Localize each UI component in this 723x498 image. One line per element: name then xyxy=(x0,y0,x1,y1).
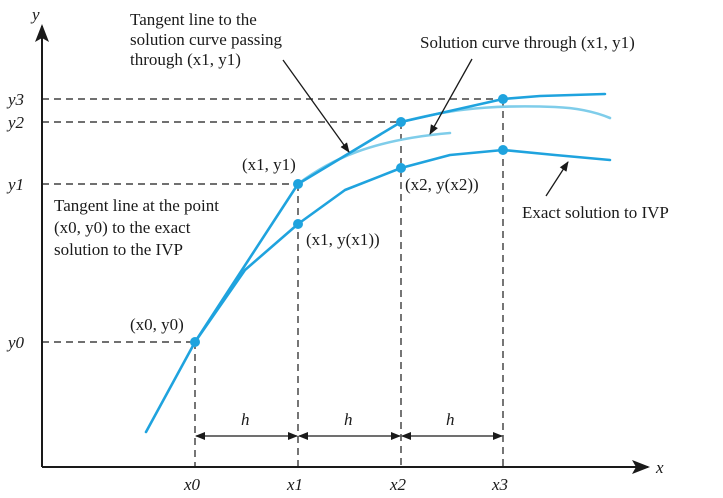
y3-tick-label: y3 xyxy=(6,90,24,109)
point-label-x1-yx1: (x1, y(x1)) xyxy=(306,230,380,249)
point-label-x1-y1: (x1, y1) xyxy=(242,155,296,174)
point-label-x0-y0: (x0, y0) xyxy=(130,315,184,334)
y1-tick-label: y1 xyxy=(6,175,24,194)
point-x0-y0 xyxy=(190,337,200,347)
point-label-x2-yx2: (x2, y(x2)) xyxy=(405,175,479,194)
annotation-tangent-to-solution-line-1: Tangent line to the xyxy=(130,10,257,29)
step-h-label-2: h xyxy=(344,410,353,429)
pointer-solution-curve xyxy=(429,58,473,135)
y-axis-label: y xyxy=(30,5,40,24)
point-x3-y3 xyxy=(498,94,508,104)
point-x2-yx2 xyxy=(396,163,406,173)
x0-tick-label: x0 xyxy=(183,475,201,494)
point-x2-y2 xyxy=(396,117,406,127)
x-axis-label: x xyxy=(655,458,664,477)
annotation-tangent-to-solution-line-2: solution curve passing xyxy=(130,30,283,49)
x2-tick-label: x2 xyxy=(389,475,407,494)
x1-tick-label: x1 xyxy=(286,475,303,494)
y2-tick-label: y2 xyxy=(6,113,25,132)
y0-tick-label: y0 xyxy=(6,333,25,352)
pointer-tangent-to-solution xyxy=(282,59,350,153)
annotation-exact-solution: Exact solution to IVP xyxy=(522,203,669,222)
point-x1-yx1 xyxy=(293,219,303,229)
annotation-tangent-at-point-line-2: (x0, y0) to the exact xyxy=(54,218,191,237)
x-axis-arrow-icon xyxy=(632,460,650,474)
annotation-tangent-to-solution-line-3: through (x1, y1) xyxy=(130,50,241,69)
point-x1-y1 xyxy=(293,179,303,189)
pointer-exact-solution xyxy=(545,161,569,197)
step-h-label-1: h xyxy=(241,410,250,429)
annotation-tangent-at-point-line-1: Tangent line at the point xyxy=(54,196,219,215)
y-axis-arrow-icon xyxy=(35,24,49,42)
step-h-label-3: h xyxy=(446,410,455,429)
annotation-solution-curve: Solution curve through (x1, y1) xyxy=(420,33,635,52)
x3-tick-label: x3 xyxy=(491,475,508,494)
annotation-tangent-at-point-line-3: solution to the IVP xyxy=(54,240,183,259)
point-x3-exact xyxy=(498,145,508,155)
